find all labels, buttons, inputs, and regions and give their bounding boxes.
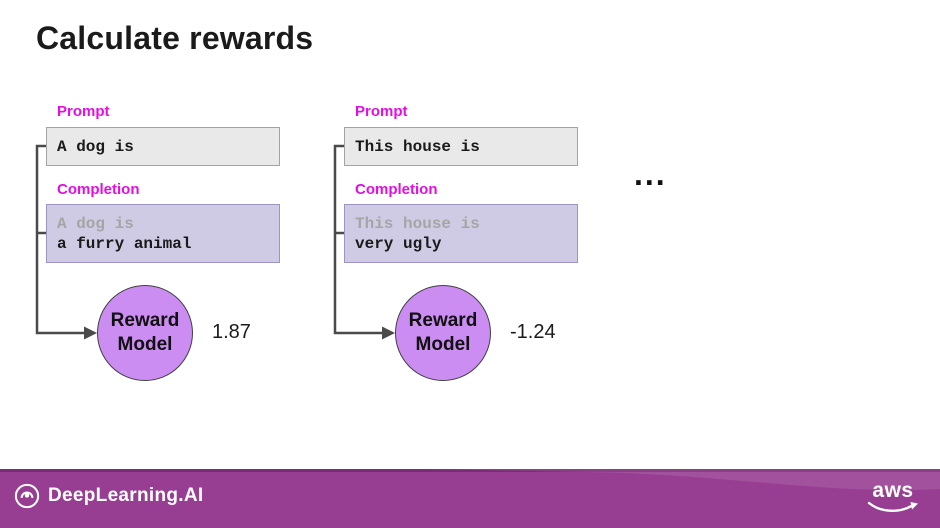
more-examples-ellipsis: ... bbox=[634, 156, 667, 192]
reward-score: 1.87 bbox=[212, 321, 251, 343]
completion-box: A dog is a furry animal bbox=[46, 204, 280, 263]
aws-smile-arrow-icon bbox=[867, 501, 918, 512]
reward-score: -1.24 bbox=[510, 321, 556, 343]
completion-box: This house is very ugly bbox=[344, 204, 578, 263]
reward-model-label: Reward Model bbox=[408, 310, 478, 355]
reward-example-1: Prompt A dog is Completion A dog is a fu… bbox=[26, 100, 326, 395]
reward-model-node: Reward Model bbox=[97, 285, 193, 381]
deeplearning-brand-text: DeepLearning.AI bbox=[48, 485, 204, 506]
connector-arrow-icon bbox=[333, 144, 395, 340]
prompt-label: Prompt bbox=[57, 103, 110, 120]
completion-label: Completion bbox=[57, 181, 140, 198]
reward-model-node: Reward Model bbox=[395, 285, 491, 381]
prompt-text: This house is bbox=[355, 137, 480, 156]
completion-generated-text: very ugly bbox=[355, 234, 442, 253]
deeplearning-logo: DeepLearning.AI bbox=[14, 483, 203, 509]
completion-label: Completion bbox=[355, 181, 438, 198]
aws-logo-text: aws bbox=[872, 479, 914, 502]
footer-accent-line bbox=[0, 469, 940, 472]
footer-bar: DeepLearning.AI aws bbox=[0, 469, 940, 528]
prompt-box: This house is bbox=[344, 127, 578, 166]
completion-generated-text: a furry animal bbox=[57, 234, 192, 253]
reward-example-2: Prompt This house is Completion This hou… bbox=[324, 100, 624, 395]
aws-logo: aws bbox=[866, 480, 920, 520]
reward-model-label: Reward Model bbox=[110, 310, 180, 355]
page-title: Calculate rewards bbox=[36, 20, 314, 56]
prompt-label: Prompt bbox=[355, 103, 408, 120]
completion-context-text: This house is bbox=[355, 214, 480, 233]
prompt-text: A dog is bbox=[57, 137, 134, 156]
footer-swoosh-decoration bbox=[420, 469, 940, 491]
prompt-box: A dog is bbox=[46, 127, 280, 166]
deeplearning-logo-icon bbox=[14, 483, 40, 509]
completion-context-text: A dog is bbox=[57, 214, 134, 233]
connector-arrow-icon bbox=[35, 144, 97, 340]
